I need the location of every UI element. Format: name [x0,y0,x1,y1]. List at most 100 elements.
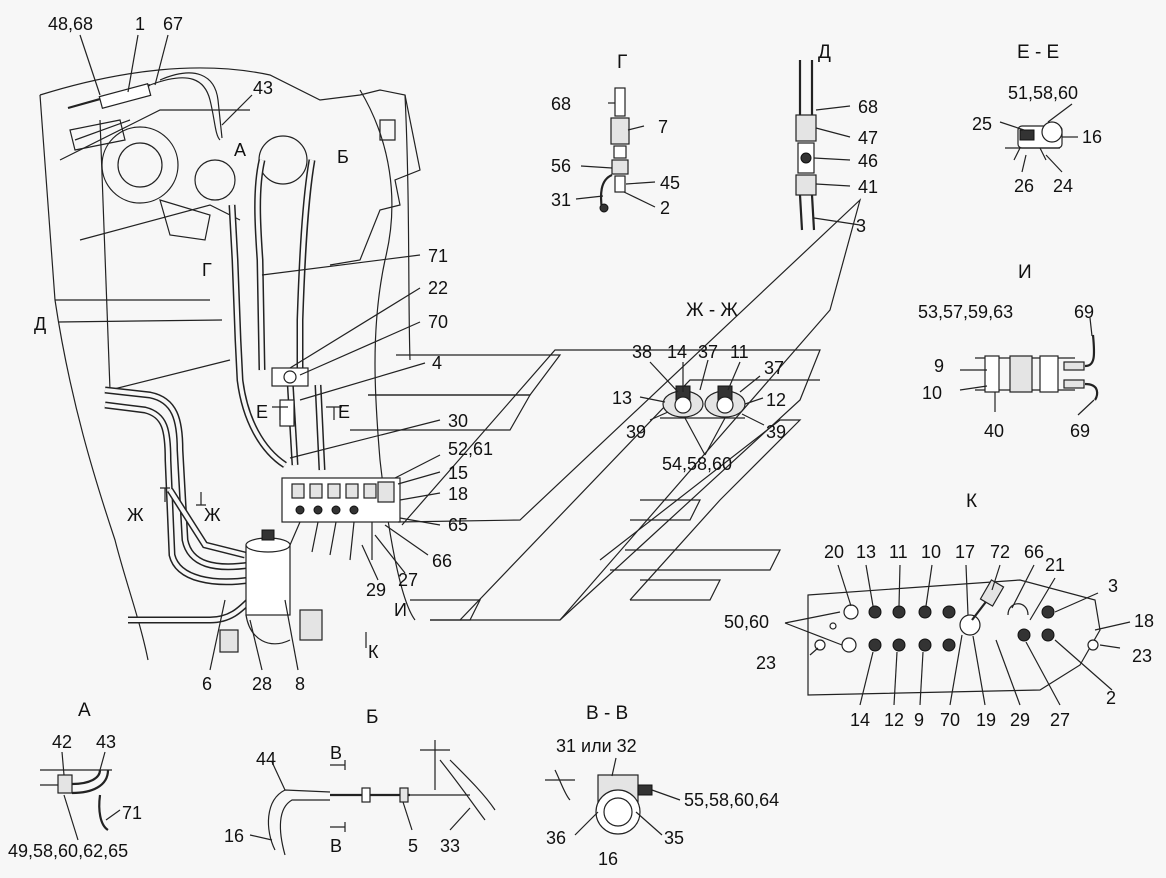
view-k-labels: К 20 13 11 10 17 72 66 21 3 50,60 18 23 … [724,491,1154,730]
projection-bands [350,198,862,621]
view-ee-label-16: 16 [1082,127,1102,147]
callout-70: 70 [428,312,448,332]
view-zhzh-label-14: 14 [667,342,687,362]
view-k-label-2: 2 [1106,688,1116,708]
marker-i: И [394,600,407,620]
callout-15: 15 [448,463,468,483]
view-i-label-9: 9 [934,356,944,376]
marker-a: А [234,140,246,160]
view-k-label-27: 27 [1050,710,1070,730]
view-zhzh-labels: Ж - Ж 38 14 37 11 37 13 12 39 39 54,58,6… [612,300,786,474]
view-k-panel [807,579,1101,696]
view-i-label-53-57-59-63: 53,57,59,63 [918,302,1013,322]
callout-67: 67 [163,14,183,34]
view-i [975,334,1099,401]
view-i-label-69-bottom: 69 [1070,421,1090,441]
view-zhzh-label-11: 11 [730,342,749,362]
view-k-label-9: 9 [914,710,924,730]
view-a [40,769,112,831]
view-vv-label-36: 36 [546,828,566,848]
view-vv-label-55-58-60-64: 55,58,60,64 [684,790,779,810]
view-k-label-72: 72 [990,542,1010,562]
view-k-label-20: 20 [824,542,844,562]
view-vv-labels: В - В 31 или 32 55,58,60,64 36 16 35 [546,703,779,869]
view-k-label-50-60: 50,60 [724,612,769,632]
view-vv-label-16: 16 [598,849,618,869]
view-k-label-13: 13 [856,542,876,562]
view-zhzh [660,385,746,419]
view-k-label-18: 18 [1134,611,1154,631]
view-k-label-70: 70 [940,710,960,730]
view-b-label-16: 16 [224,826,244,846]
marker-b: Б [337,147,349,167]
view-k-title: К [966,491,977,512]
marker-g: Г [202,260,212,280]
view-b-label-33: 33 [440,836,460,856]
view-ee-labels: Е - Е 51,58,60 25 16 26 24 [972,42,1102,196]
main-callouts: 48,68 1 67 43 71 22 70 4 30 52,61 15 18 … [48,14,493,694]
callout-48-68: 48,68 [48,14,93,34]
view-vv-label-35: 35 [664,828,684,848]
view-ee-label-51-58-60: 51,58,60 [1008,83,1078,103]
view-zhzh-label-12: 12 [766,390,786,410]
view-ee [1005,121,1063,161]
view-k-label-19: 19 [976,710,996,730]
view-g-label-56: 56 [551,156,571,176]
view-k-label-14: 14 [850,710,870,730]
view-g-label-68: 68 [551,94,571,114]
view-vv-label-31-or-32: 31 или 32 [556,736,637,756]
view-k-label-29: 29 [1010,710,1030,730]
callout-65: 65 [448,515,468,535]
main-assembly [39,67,421,661]
view-vv [545,769,653,835]
marker-e-left: Е [256,402,268,422]
view-zhzh-label-39-a: 39 [626,422,646,442]
view-zhzh-label-13: 13 [612,388,632,408]
view-i-label-69-top: 69 [1074,302,1094,322]
view-vv-title: В - В [586,703,628,724]
callout-8: 8 [295,674,305,694]
view-k-label-12: 12 [884,710,904,730]
view-d-label-47: 47 [858,128,878,148]
view-a-label-42: 42 [52,732,72,752]
view-d-labels: Д 68 47 46 41 3 [818,42,878,236]
view-zhzh-label-54-58-60: 54,58,60 [662,454,732,474]
callout-6: 6 [202,674,212,694]
view-a-title: А [78,700,91,721]
callout-52-61: 52,61 [448,439,493,459]
marker-k: К [368,642,379,662]
marker-d: Д [34,314,46,334]
view-i-labels: И 53,57,59,63 69 9 10 40 69 [918,262,1094,441]
view-ee-label-26: 26 [1014,176,1034,196]
view-zhzh-label-39-b: 39 [766,422,786,442]
view-b-label-v-bottom: В [330,836,342,856]
view-g-label-31: 31 [551,190,571,210]
view-k-label-21: 21 [1045,555,1065,575]
callout-22: 22 [428,278,448,298]
view-ee-label-24: 24 [1053,176,1073,196]
view-b-label-v-top: В [330,743,342,763]
view-i-title: И [1018,262,1032,283]
callout-4: 4 [432,353,442,373]
section-markers: А Б Г Д Е Е Ж Ж И К [34,140,407,662]
callout-18: 18 [448,484,468,504]
view-d-title: Д [818,42,831,63]
view-k-label-23-right: 23 [1132,646,1152,666]
view-g-label-7: 7 [658,117,668,137]
marker-zh-left: Ж [127,505,144,525]
view-b-label-5: 5 [408,836,418,856]
marker-zh-right: Ж [204,505,221,525]
view-g-labels: Г 68 7 56 45 31 2 [551,52,680,218]
view-g [599,87,630,213]
callout-43: 43 [253,78,273,98]
view-a-label-43: 43 [96,732,116,752]
callout-29: 29 [366,580,386,600]
view-zhzh-label-37-a: 37 [698,342,718,362]
leader-lines [57,34,1131,841]
view-ee-title: Е - Е [1017,42,1059,63]
view-b-label-44: 44 [256,749,276,769]
view-d [795,60,817,231]
callout-66: 66 [432,551,452,571]
view-k-label-3: 3 [1108,576,1118,596]
view-i-label-10: 10 [922,383,942,403]
